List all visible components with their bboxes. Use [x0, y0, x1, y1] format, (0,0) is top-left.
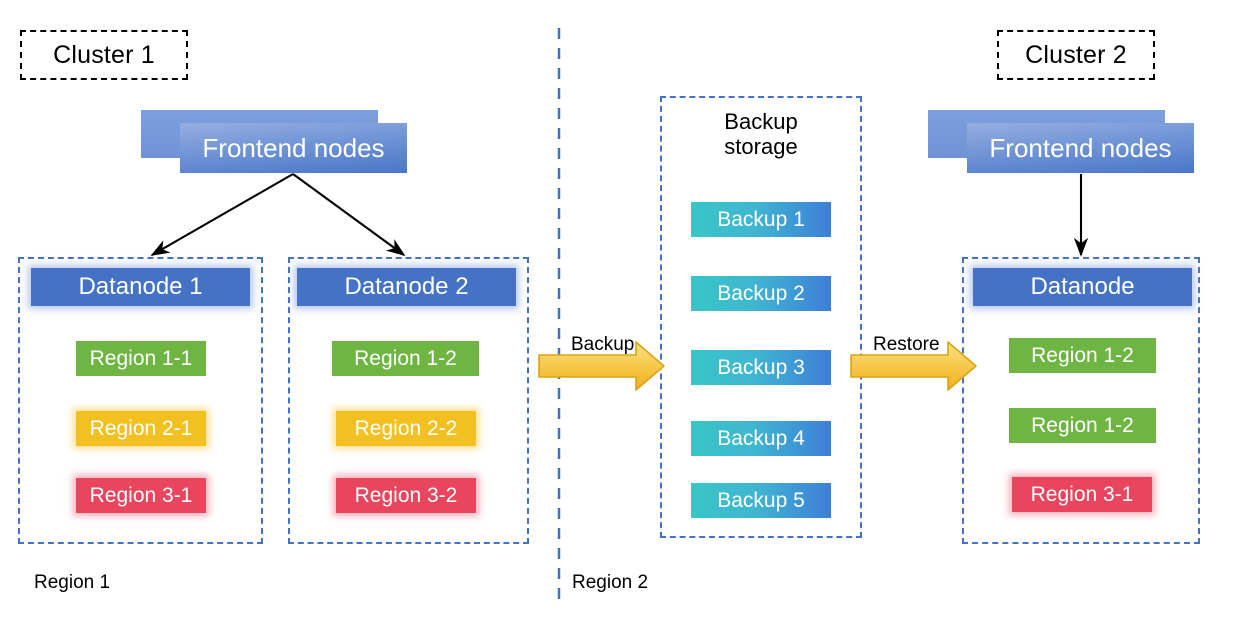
backup-item-0-label: Backup 1: [717, 207, 805, 231]
cluster2-frontend-front-layer: Frontend nodes: [967, 123, 1194, 173]
arrow-frontend-to-datanode-1: [150, 173, 294, 256]
arrow-frontend-to-datanode-2: [292, 173, 406, 256]
datanode-1-region-2: Region 3-1: [76, 478, 206, 513]
datanode-2-header: Datanode 2: [297, 268, 516, 306]
backup-item-4-label: Backup 5: [717, 488, 805, 512]
cluster2-datanode-region-2: Region 3-1: [1012, 477, 1152, 512]
cluster1-frontend-front-layer: Frontend nodes: [180, 123, 407, 173]
cluster1-frontend-label: Frontend nodes: [202, 132, 385, 163]
datanode-1-region-2-label: Region 3-1: [89, 483, 193, 507]
backup-storage-title: Backup storage: [724, 109, 798, 159]
datanode-1-header: Datanode 1: [31, 268, 250, 306]
backup-item-2-label: Backup 3: [717, 355, 805, 379]
backup-item-3: Backup 4: [691, 421, 831, 456]
region-2-label: Region 2: [572, 572, 649, 593]
datanode-1-region-0: Region 1-1: [76, 341, 206, 376]
cluster-2-title-box: Cluster 2: [997, 30, 1155, 80]
cluster2-datanode-region-1-label: Region 1-2: [1031, 413, 1134, 437]
cluster2-datanode-region-0-label: Region 1-2: [1031, 343, 1134, 367]
cluster2-datanode-header-label: Datanode: [1030, 273, 1135, 300]
backup-item-0: Backup 1: [691, 202, 831, 237]
backup-item-4: Backup 5: [691, 483, 831, 518]
cluster-1-title-box: Cluster 1: [20, 30, 188, 80]
backup-item-2: Backup 3: [691, 350, 831, 385]
datanode-2-region-2: Region 3-2: [336, 478, 476, 513]
backup-flow-label: Backup: [571, 334, 635, 355]
backup-storage-container: [660, 96, 862, 538]
datanode-1-region-1-label: Region 2-1: [89, 416, 193, 440]
datanode-2-header-label: Datanode 2: [344, 273, 469, 300]
cluster2-datanode-region-0: Region 1-2: [1009, 338, 1156, 373]
backup-item-1: Backup 2: [691, 276, 831, 311]
cluster-1-title: Cluster 1: [53, 40, 155, 69]
datanode-2-region-1-label: Region 2-2: [354, 416, 458, 440]
datanode-2-region-0-label: Region 1-2: [354, 346, 457, 370]
datanode-2-region-0: Region 1-2: [332, 341, 479, 376]
cluster2-datanode-region-2-label: Region 3-1: [1030, 482, 1134, 506]
cluster2-datanode-region-1: Region 1-2: [1009, 408, 1156, 443]
datanode-1-region-0-label: Region 1-1: [89, 346, 193, 370]
cluster2-datanode-header: Datanode: [973, 268, 1192, 306]
cluster2-frontend-label: Frontend nodes: [989, 132, 1172, 163]
backup-item-1-label: Backup 2: [717, 281, 805, 305]
restore-flow-label: Restore: [873, 334, 940, 355]
datanode-1-region-1: Region 2-1: [76, 411, 206, 446]
datanode-2-region-2-label: Region 3-2: [354, 483, 458, 507]
backup-item-3-label: Backup 4: [717, 426, 805, 450]
datanode-1-header-label: Datanode 1: [78, 273, 203, 300]
region-1-label: Region 1: [34, 572, 111, 593]
datanode-2-region-1: Region 2-2: [336, 411, 476, 446]
cluster-2-title: Cluster 2: [1025, 40, 1127, 69]
